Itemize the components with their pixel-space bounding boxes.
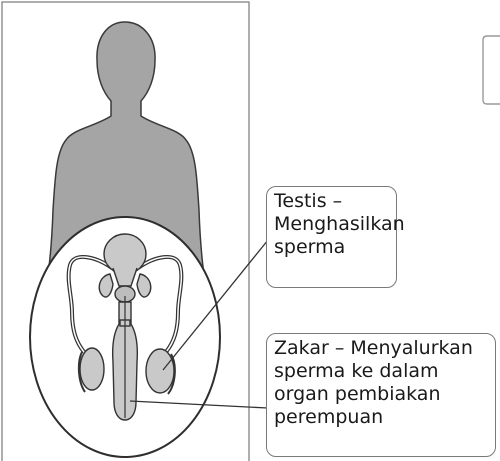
testis-label-line-1: Testis –: [274, 190, 388, 213]
left-testis: [80, 348, 104, 390]
right-testis: [146, 349, 174, 393]
zakar-label-line-3: organ pembiakan: [274, 383, 487, 406]
partial-side-box: [483, 36, 500, 104]
zakar-label-line-4: perempuan: [274, 406, 487, 429]
testis-label-line-2: Menghasilkan: [274, 213, 388, 236]
zakar-label-line-1: Zakar – Menyalurkan: [274, 337, 487, 360]
zakar-label: Zakar – Menyalurkan sperma ke dalam orga…: [266, 333, 496, 457]
zakar-label-line-2: sperma ke dalam: [274, 360, 487, 383]
testis-label-line-3: sperma: [274, 236, 388, 259]
testis-label: Testis – Menghasilkan sperma: [266, 186, 397, 288]
